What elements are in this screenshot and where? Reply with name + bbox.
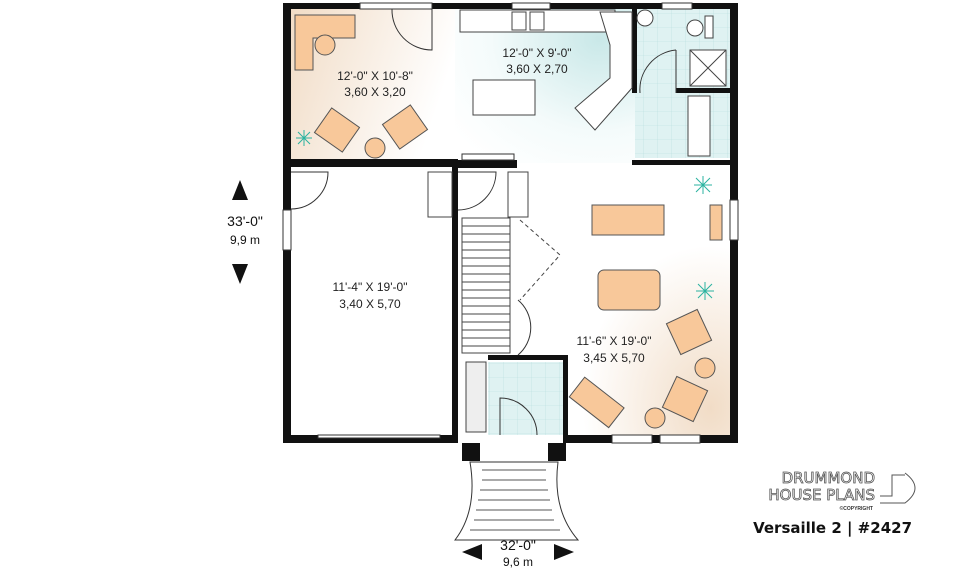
living-dimensions-metric: 3,45 X 5,70: [583, 351, 645, 365]
kitchen-furniture: [459, 9, 633, 131]
drummond-logo: DRUMMOND HOUSE PLANS ©COPYRIGHT: [768, 469, 916, 512]
plant-icon: [696, 282, 714, 300]
plan-title: Versaille 2 | #2427: [753, 519, 912, 538]
office-dimensions-imperial: 12'-0" X 10'-8": [337, 69, 413, 83]
staircase: [427, 171, 561, 433]
svg-text:HOUSE PLANS: HOUSE PLANS: [768, 486, 875, 504]
office-dimensions-metric: 3,60 X 3,20: [344, 85, 406, 99]
doors: [290, 8, 677, 436]
depth-imperial: 33'-0": [227, 213, 263, 229]
kitchen-dimensions-imperial: 12'-0" X 9'-0": [502, 46, 571, 60]
arrow-right-icon: [554, 544, 574, 560]
arrow-left-icon: [462, 544, 482, 560]
plant-icon: [694, 176, 712, 194]
office-furniture: [294, 14, 429, 159]
svg-text:DRUMMOND: DRUMMOND: [782, 469, 875, 487]
depth-metric: 9,9 m: [230, 233, 260, 247]
walls: [282, 2, 739, 444]
garage-dimensions-imperial: 11'-4" X 19'-0": [333, 280, 408, 294]
width-metric: 9,6 m: [503, 555, 533, 569]
width-imperial: 32'-0": [500, 537, 536, 553]
arrow-up-icon: [232, 180, 248, 200]
living-furniture: [568, 176, 723, 429]
garage-dimensions-metric: 3,40 X 5,70: [339, 297, 401, 311]
arrow-down-icon: [232, 264, 248, 284]
svg-text:©COPYRIGHT: ©COPYRIGHT: [840, 505, 873, 512]
living-dimensions-imperial: 11'-6" X 19'-0": [577, 334, 652, 348]
kitchen-dimensions-metric: 3,60 X 2,70: [506, 62, 568, 76]
plant-icon: [296, 130, 312, 146]
bathroom-fixtures: [636, 9, 727, 157]
front-porch: [453, 443, 580, 541]
